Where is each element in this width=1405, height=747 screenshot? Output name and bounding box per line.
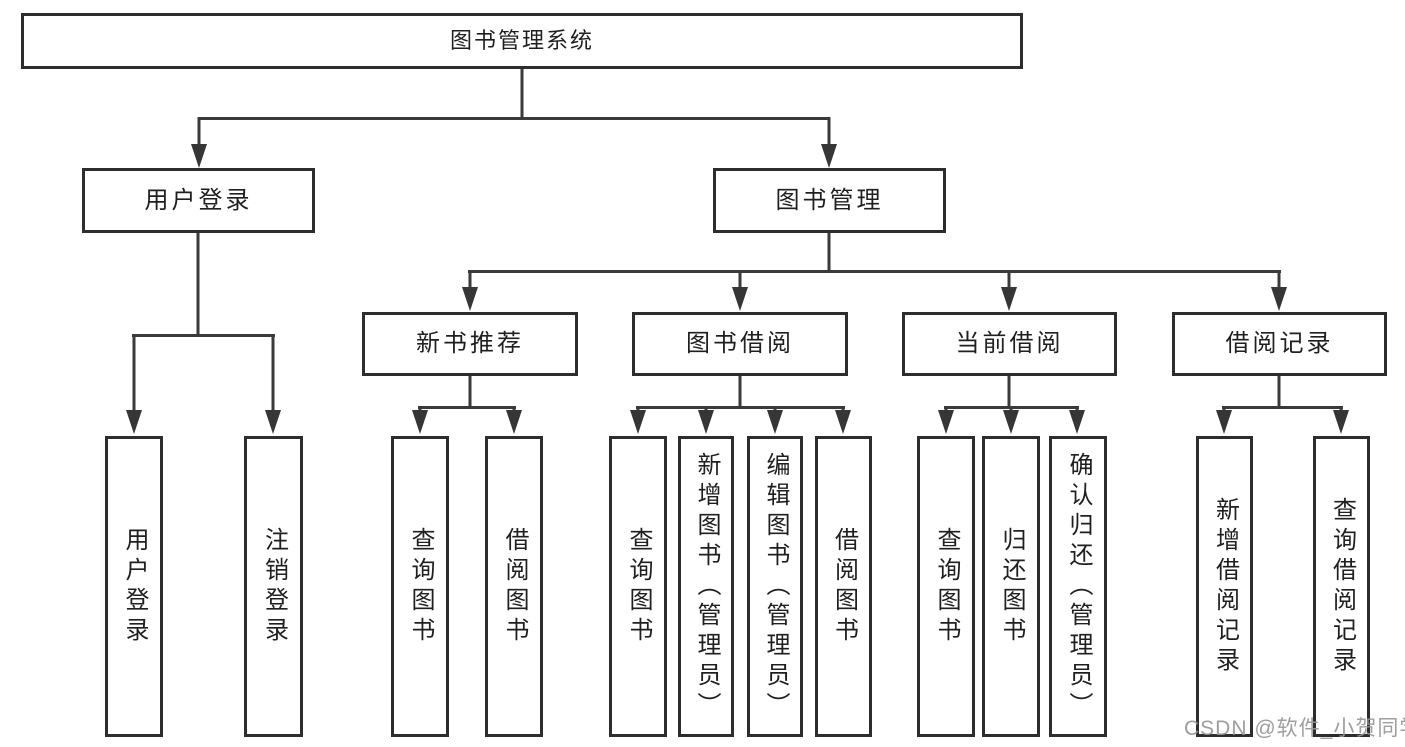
node-user-login: 用户登录 [82, 168, 315, 233]
node-label: 归还图书 [998, 526, 1025, 647]
arrow-down-icon [126, 410, 142, 434]
node-label: 查询图书 [407, 526, 434, 647]
connector-line-vertical [132, 334, 136, 412]
node-label: 用户登录 [144, 186, 253, 214]
arrow-down-icon [732, 287, 748, 311]
leaf-edit-book-admin: 编辑图书（管理员） [747, 436, 803, 737]
arrow-down-icon [1271, 287, 1287, 311]
arrow-down-icon [698, 410, 714, 434]
connector-line-vertical [738, 270, 742, 290]
connector-line-vertical [468, 376, 472, 408]
arrow-down-icon [191, 144, 207, 168]
connector-line-vertical [827, 117, 831, 147]
node-label: 借阅记录 [1225, 330, 1334, 357]
node-root-system: 图书管理系统 [21, 13, 1023, 69]
node-label: 借阅图书 [830, 526, 858, 647]
node-label: 查询图书 [625, 526, 652, 647]
csdn-watermark: CSDN @软件_小贺同学 [1184, 717, 1405, 740]
node-label: 查询图书 [933, 526, 960, 647]
node-book-borrowing: 图书借阅 [632, 312, 848, 376]
node-label: 新增借阅记录 [1211, 496, 1239, 677]
arrow-down-icon [938, 410, 954, 434]
node-label: 当前借阅 [955, 330, 1064, 357]
connector-line-vertical [1277, 376, 1281, 408]
node-current-borrowing: 当前借阅 [902, 312, 1117, 376]
arrow-down-icon [265, 410, 281, 434]
arrow-down-icon [462, 287, 478, 311]
connector-line-horizontal [636, 406, 845, 409]
connector-line-vertical [271, 334, 275, 412]
arrow-down-icon [767, 410, 783, 434]
node-label: 新增图书（管理员） [693, 451, 720, 722]
connector-line-vertical [1277, 270, 1281, 290]
arrow-down-icon [1003, 410, 1019, 434]
connector-line-horizontal [132, 334, 275, 337]
arrow-down-icon [835, 410, 851, 434]
leaf-return-book: 归还图书 [982, 436, 1040, 737]
arrow-down-icon [506, 410, 522, 434]
leaf-query-borrow-record: 查询借阅记录 [1313, 436, 1370, 737]
connector-line-vertical [520, 69, 524, 118]
leaf-user-login: 用户登录 [105, 436, 163, 737]
connector-line-vertical [827, 233, 831, 272]
leaf-borrow-books-2: 借阅图书 [815, 436, 872, 737]
connector-line-vertical [468, 270, 472, 290]
node-label: 注销登录 [260, 526, 288, 647]
connector-line-vertical [1007, 376, 1011, 408]
arrow-down-icon [1333, 410, 1349, 434]
arrow-down-icon [1216, 410, 1232, 434]
node-label: 图书管理系统 [449, 28, 594, 53]
connector-line-horizontal [198, 117, 830, 120]
node-label: 编辑图书（管理员） [762, 451, 789, 722]
arrow-down-icon [1001, 287, 1017, 311]
leaf-query-books-2: 查询图书 [609, 436, 667, 737]
node-book-management: 图书管理 [713, 168, 946, 233]
node-label: 借阅图书 [501, 526, 528, 647]
node-label: 图书管理 [775, 186, 884, 214]
arrow-down-icon [821, 144, 837, 168]
node-label: 新书推荐 [416, 330, 524, 357]
leaf-borrow-books-1: 借阅图书 [485, 436, 543, 737]
connector-line-vertical [196, 233, 200, 336]
node-label: 查询借阅记录 [1328, 496, 1356, 677]
leaf-query-books-3: 查询图书 [917, 436, 975, 737]
connector-line-horizontal [418, 406, 516, 409]
connector-line-vertical [738, 376, 742, 408]
node-label: 用户登录 [121, 526, 148, 647]
arrow-down-icon [412, 410, 428, 434]
node-label: 确认归还（管理员） [1065, 451, 1092, 722]
node-borrowing-records: 借阅记录 [1172, 312, 1387, 376]
leaf-logout-login: 注销登录 [244, 436, 303, 737]
leaf-add-book-admin: 新增图书（管理员） [678, 436, 734, 737]
connector-line-horizontal [468, 270, 1281, 273]
leaf-query-books-1: 查询图书 [391, 436, 449, 737]
leaf-add-borrow-record: 新增借阅记录 [1196, 436, 1253, 737]
connector-line-horizontal [1222, 406, 1343, 409]
arrow-down-icon [1069, 410, 1085, 434]
arrow-down-icon [630, 410, 646, 434]
leaf-confirm-return-admin: 确认归还（管理员） [1049, 436, 1107, 737]
node-label: 图书借阅 [686, 330, 794, 357]
connector-line-vertical [1007, 270, 1011, 290]
connector-line-vertical [197, 117, 201, 147]
node-new-book-recommend: 新书推荐 [362, 312, 578, 376]
